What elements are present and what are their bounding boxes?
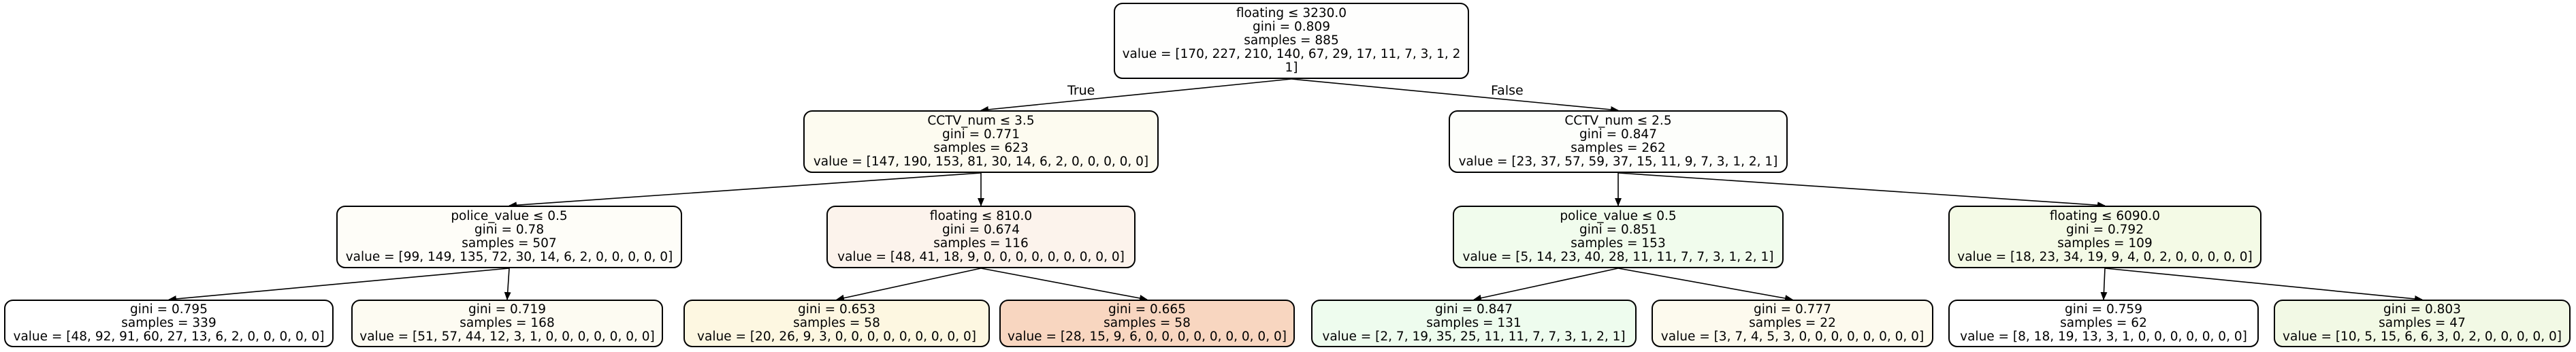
node-samples: samples = 262 (1571, 141, 1666, 155)
tree-leaf: gini = 0.795 samples = 339 value = [48, … (4, 300, 334, 347)
edge-label-true: True (1067, 83, 1095, 98)
edge-rl-rll (1473, 268, 1619, 302)
leaf-value: value = [20, 26, 9, 3, 0, 0, 0, 0, 0, 0,… (697, 330, 976, 344)
edge-lr-lrr (980, 268, 1148, 302)
node-samples: samples = 153 (1571, 236, 1666, 251)
leaf-gini: gini = 0.803 (2383, 302, 2461, 317)
leaf-gini: gini = 0.665 (1108, 302, 1186, 317)
tree-node-left-left: police_value ≤ 0.5 gini = 0.78 samples =… (336, 206, 682, 268)
tree-leaf: gini = 0.759 samples = 62 value = [8, 18… (1948, 300, 2259, 347)
leaf-gini: gini = 0.777 (1754, 302, 1831, 317)
leaf-gini: gini = 0.759 (2065, 302, 2142, 317)
leaf-samples: samples = 62 (2060, 316, 2147, 330)
leaf-gini: gini = 0.719 (468, 302, 546, 317)
leaf-samples: samples = 58 (793, 316, 880, 330)
node-gini: gini = 0.674 (942, 223, 1020, 237)
node-split-rule: floating ≤ 6090.0 (2049, 209, 2161, 223)
leaf-gini: gini = 0.847 (1435, 302, 1513, 317)
leaf-samples: samples = 168 (460, 316, 555, 330)
node-gini: gini = 0.78 (474, 223, 545, 237)
node-split-rule: CCTV_num ≤ 2.5 (1564, 114, 1672, 128)
tree-node-left: CCTV_num ≤ 3.5 gini = 0.771 samples = 62… (803, 110, 1159, 173)
edge-lr-lrl (836, 268, 982, 302)
node-gini: gini = 0.792 (2066, 223, 2144, 237)
edge-rr-rrr (2104, 268, 2423, 302)
node-value: value = [147, 190, 153, 81, 30, 14, 6, 2… (813, 155, 1149, 169)
leaf-samples: samples = 47 (2379, 316, 2466, 330)
node-value-continued: 1] (1285, 61, 1298, 75)
node-value: value = [99, 149, 135, 72, 30, 14, 6, 2,… (345, 250, 673, 264)
edge-label-false: False (1491, 83, 1524, 98)
tree-node-root: floating ≤ 3230.0 gini = 0.809 samples =… (1114, 3, 1469, 79)
tree-leaf: gini = 0.665 samples = 58 value = [28, 1… (999, 300, 1295, 347)
edge-root-r1 (1291, 78, 1619, 113)
leaf-value: value = [48, 92, 91, 60, 27, 13, 6, 2, 0… (13, 330, 325, 344)
node-value: value = [18, 23, 34, 19, 9, 4, 0, 2, 0, … (1957, 250, 2253, 264)
leaf-samples: samples = 339 (121, 316, 216, 330)
node-value: value = [48, 41, 18, 9, 0, 0, 0, 0, 0, 0… (837, 250, 1125, 264)
edge-ll-lll (168, 268, 510, 302)
edge-rr-rrl (2100, 268, 2108, 300)
node-split-rule: CCTV_num ≤ 3.5 (927, 114, 1035, 128)
node-value: value = [170, 227, 210, 140, 67, 29, 17,… (1122, 47, 1461, 61)
leaf-samples: samples = 22 (1749, 316, 1836, 330)
tree-node-right: CCTV_num ≤ 2.5 gini = 0.847 samples = 26… (1449, 110, 1788, 173)
leaf-samples: samples = 58 (1104, 316, 1191, 330)
tree-leaf: gini = 0.803 samples = 47 value = [10, 5… (2274, 300, 2571, 347)
edge-root-l1 (980, 78, 1292, 113)
node-samples: samples = 116 (933, 236, 1029, 251)
node-samples: samples = 507 (462, 236, 557, 251)
leaf-value: value = [3, 7, 4, 5, 3, 0, 0, 0, 0, 0, 0… (1660, 330, 1925, 344)
node-gini: gini = 0.771 (942, 127, 1020, 142)
node-samples: samples = 109 (2057, 236, 2153, 251)
edge-r1-rr (1617, 172, 2106, 209)
leaf-value: value = [10, 5, 15, 6, 6, 3, 0, 2, 0, 0,… (2283, 330, 2562, 344)
node-value: value = [23, 37, 57, 59, 37, 15, 11, 9, … (1458, 155, 1778, 169)
tree-leaf: gini = 0.847 samples = 131 value = [2, 7… (1311, 300, 1637, 347)
leaf-value: value = [8, 18, 19, 13, 3, 1, 0, 0, 0, 0… (1960, 330, 2247, 344)
tree-node-left-right: floating ≤ 810.0 gini = 0.674 samples = … (826, 206, 1136, 268)
leaf-value: value = [2, 7, 19, 35, 25, 11, 11, 7, 7,… (1322, 330, 1626, 344)
node-split-rule: police_value ≤ 0.5 (451, 209, 568, 223)
node-gini: gini = 0.847 (1579, 127, 1657, 142)
edge-l1-ll (509, 172, 982, 209)
node-gini: gini = 0.851 (1579, 223, 1657, 237)
leaf-samples: samples = 131 (1426, 316, 1522, 330)
leaf-value: value = [51, 57, 44, 12, 3, 1, 0, 0, 0, … (359, 330, 655, 344)
tree-leaf: gini = 0.653 samples = 58 value = [20, 2… (683, 300, 990, 347)
tree-leaf: gini = 0.777 samples = 22 value = [3, 7,… (1652, 300, 1933, 347)
leaf-value: value = [28, 15, 9, 6, 0, 0, 0, 0, 0, 0,… (1008, 330, 1287, 344)
node-samples: samples = 623 (933, 141, 1029, 155)
node-gini: gini = 0.809 (1253, 20, 1330, 34)
node-split-rule: floating ≤ 3230.0 (1236, 6, 1347, 20)
leaf-gini: gini = 0.795 (130, 302, 208, 317)
node-value: value = [5, 14, 23, 40, 28, 11, 11, 7, 7… (1462, 250, 1774, 264)
node-split-rule: floating ≤ 810.0 (929, 209, 1033, 223)
tree-node-right-left: police_value ≤ 0.5 gini = 0.851 samples … (1453, 206, 1784, 268)
tree-node-right-right: floating ≤ 6090.0 gini = 0.792 samples =… (1948, 206, 2261, 268)
node-split-rule: police_value ≤ 0.5 (1560, 209, 1677, 223)
tree-leaf: gini = 0.719 samples = 168 value = [51, … (351, 300, 663, 347)
leaf-gini: gini = 0.653 (798, 302, 875, 317)
node-samples: samples = 885 (1244, 33, 1339, 48)
edge-rl-rlr (1617, 268, 1793, 302)
edge-ll-llr (504, 268, 511, 300)
